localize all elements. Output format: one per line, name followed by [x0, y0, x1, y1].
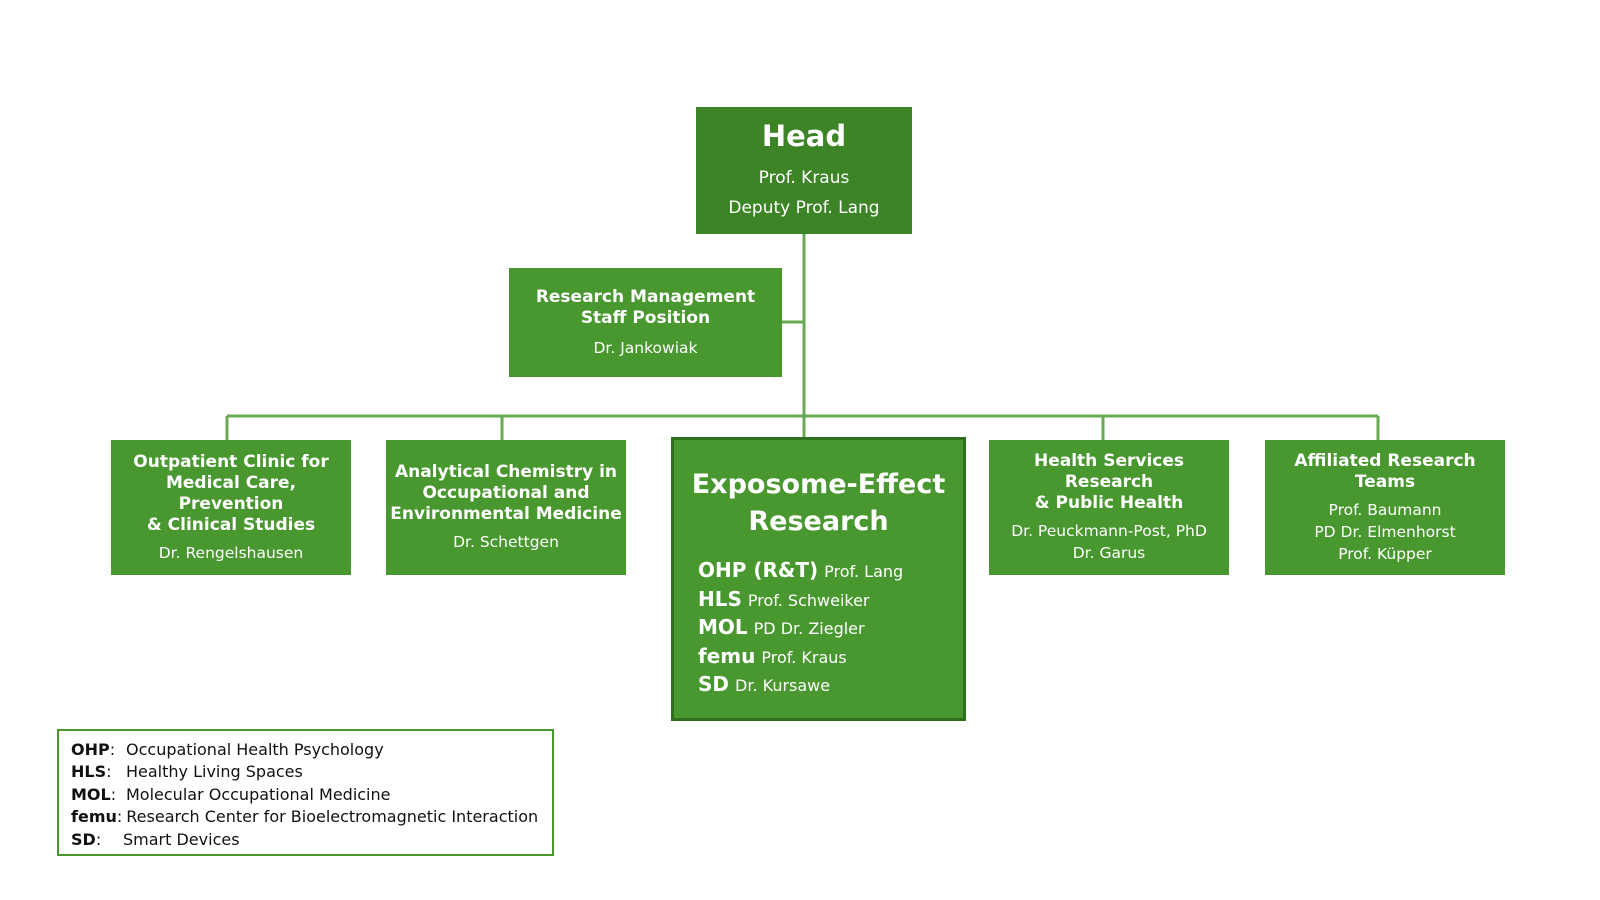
legend-abbr: femu [71, 807, 117, 827]
group-lead: Dr. Kursawe [735, 676, 831, 695]
group-abbr: OHP (R&T) [698, 558, 819, 582]
exposome-title-line: Exposome-Effect [691, 469, 946, 500]
affiliated-title-line: Teams [1354, 471, 1416, 492]
affiliated-people: Prof. Baumann PD Dr. Elmenhorst Prof. Kü… [1314, 499, 1455, 565]
legend-abbr: MOL [71, 784, 111, 804]
group-abbr: femu [698, 643, 756, 668]
group-abbr: SD [698, 672, 730, 696]
deputy-head-person: Deputy Prof. Lang [728, 197, 880, 218]
abbreviation-legend: OHP: Occupational Health Psychology HLS:… [57, 729, 554, 856]
group-lead: PD Dr. Ziegler [753, 619, 865, 638]
analytical-person: Dr. Schettgen [453, 533, 559, 551]
legend-row-ohp: OHP: Occupational Health Psychology [71, 738, 552, 761]
group-abbr: MOL [698, 615, 748, 639]
outpatient-title-line: Outpatient Clinic for [133, 451, 329, 472]
outpatient-person: Dr. Rengelshausen [158, 543, 304, 562]
legend-row-mol: MOL: Molecular Occupational Medicine [71, 783, 552, 806]
legend-text: Smart Devices [123, 829, 240, 849]
affiliated-person: PD Dr. Elmenhorst [1314, 522, 1456, 541]
legend-abbr: HLS [71, 762, 107, 782]
legend-separator: : [116, 807, 123, 827]
outpatient-title-line: & Clinical Studies [146, 514, 316, 535]
group-row-femu: femu Prof. Kraus [698, 644, 903, 673]
affiliated-title-line: Affiliated Research [1294, 450, 1476, 471]
legend-separator: : [106, 762, 112, 782]
affiliated-research-teams-box: Affiliated Research Teams Prof. Baumann … [1265, 440, 1505, 575]
legend-text: Healthy Living Spaces [126, 762, 303, 782]
group-lead: Prof. Schweiker [747, 590, 870, 610]
affiliated-person: Prof. Küpper [1338, 544, 1432, 563]
analytical-title-line: Analytical Chemistry in [394, 462, 618, 482]
health-services-research-box: Health Services Research & Public Health… [989, 440, 1229, 575]
head-box: Head Prof. Kraus Deputy Prof. Lang [696, 107, 912, 234]
exposome-title-line: Research [748, 506, 889, 537]
outpatient-clinic-box: Outpatient Clinic for Medical Care, Prev… [111, 440, 351, 575]
exposome-effect-research-box: Exposome-Effect Research OHP (R&T) Prof.… [671, 437, 966, 721]
hsr-title-line: & Public Health [1034, 493, 1184, 513]
legend-text: Research Center for Bioelectromagnetic I… [126, 807, 539, 827]
research-management-title-line: Research Management [535, 286, 756, 307]
group-lead: Prof. Kraus [761, 647, 847, 667]
hsr-title-line: Health Services Research [1034, 451, 1184, 492]
group-row-sd: SD Dr. Kursawe [698, 672, 903, 701]
legend-row-hls: HLS: Healthy Living Spaces [71, 761, 552, 784]
legend-abbr: SD [71, 829, 96, 849]
legend-separator: : [95, 829, 102, 849]
analytical-title-line: Occupational and [422, 483, 590, 503]
research-management-title-line: Staff Position [580, 307, 711, 328]
legend-separator: : [110, 784, 117, 804]
group-row-hls: HLS Prof. Schweiker [698, 587, 903, 616]
analytical-title-line: Environmental Medicine [390, 504, 622, 524]
group-abbr: HLS [698, 586, 742, 611]
hsr-person: Dr. Garus [1072, 544, 1146, 562]
legend-abbr: OHP [71, 739, 110, 759]
analytical-chemistry-box: Analytical Chemistry in Occupational and… [386, 440, 626, 575]
legend-row-sd: SD: Smart Devices [71, 828, 552, 851]
exposome-group-list: OHP (R&T) Prof. Lang HLS Prof. Schweiker… [698, 558, 903, 701]
outpatient-title-line: Medical Care, Prevention [165, 472, 297, 514]
head-title: Head [761, 118, 847, 153]
legend-separator: : [109, 739, 116, 759]
legend-text: Occupational Health Psychology [126, 739, 384, 759]
group-row-ohp: OHP (R&T) Prof. Lang [698, 558, 903, 587]
group-lead: Prof. Lang [824, 562, 904, 581]
group-row-mol: MOL PD Dr. Ziegler [698, 615, 903, 644]
affiliated-person: Prof. Baumann [1328, 500, 1442, 519]
hsr-people: Dr. Peuckmann-Post, PhD Dr. Garus [1011, 520, 1207, 564]
hsr-person: Dr. Peuckmann-Post, PhD [1011, 522, 1207, 540]
head-person: Prof. Kraus [758, 167, 850, 188]
research-management-person: Dr. Jankowiak [593, 338, 698, 357]
legend-text: Molecular Occupational Medicine [126, 784, 391, 804]
research-management-box: Research Management Staff Position Dr. J… [509, 268, 782, 377]
legend-row-femu: femu: Research Center for Bioelectromagn… [71, 806, 552, 829]
